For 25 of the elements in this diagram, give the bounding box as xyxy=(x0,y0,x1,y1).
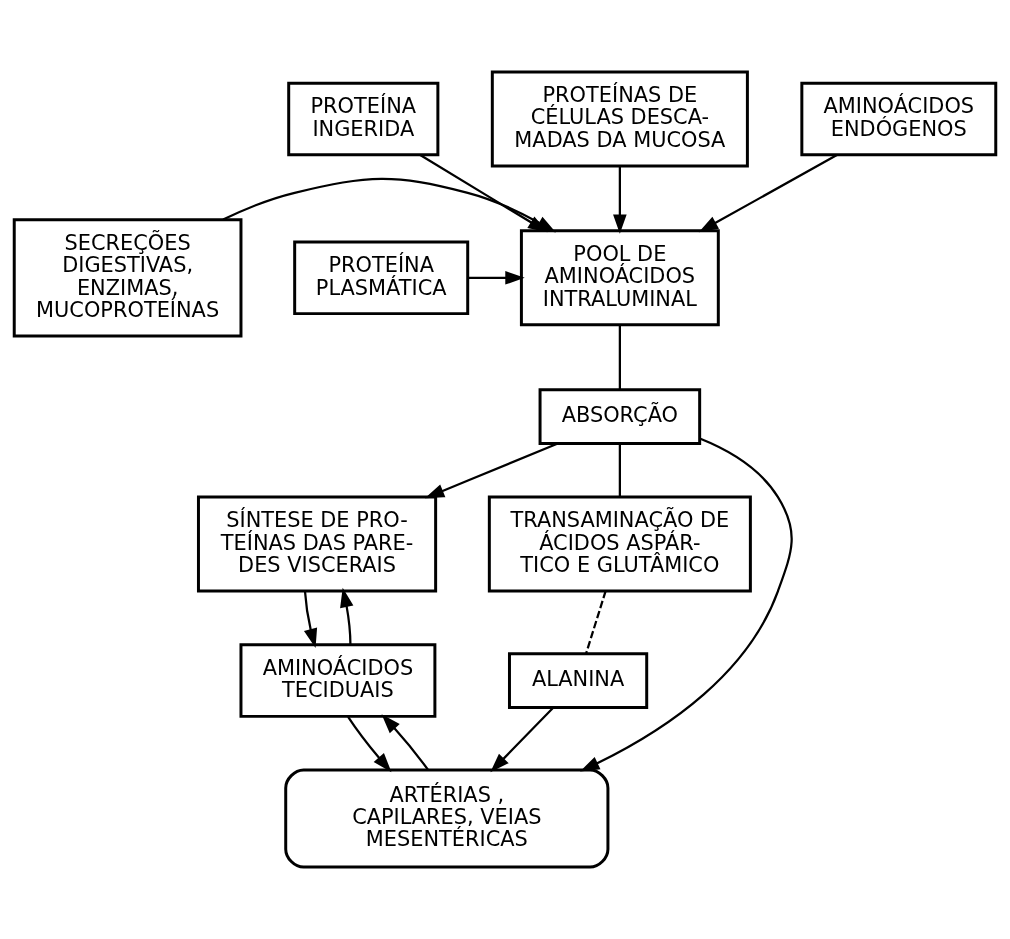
arrow xyxy=(340,587,354,645)
arrow xyxy=(580,437,793,772)
arrow xyxy=(303,591,318,648)
arrow xyxy=(424,442,559,499)
arrow xyxy=(381,714,429,771)
node-box: PROTEÍNA PLASMÁTICA xyxy=(293,240,470,316)
arrow xyxy=(467,271,525,285)
node-box: AMINOÁCIDOS ENDÓGENOS xyxy=(800,81,998,157)
node-box: ABSORÇÃO xyxy=(538,388,702,445)
connector xyxy=(618,443,621,497)
node-box: SÍNTESE DE PRO- TEÍNAS DAS PARE- DES VISCERAIS xyxy=(196,495,438,593)
node-box: ARTÉRIAS , CAPILARES, VEIAS MESENTÉRICAS xyxy=(284,768,610,869)
arrow xyxy=(698,154,838,233)
node-box: ALANINA xyxy=(508,652,649,709)
node-box: SECREÇÕES DIGESTIVAS, ENZIMAS, MUCOPROTEÍNAS xyxy=(12,218,243,338)
node-box: PROTEÍNAS DE CÉLULAS DESCA- MADAS DA MUCOSA xyxy=(490,70,749,168)
node-box: POOL DE AMINOÁCIDOS INTRALUMINAL xyxy=(519,229,720,327)
arrow xyxy=(613,165,627,234)
connector xyxy=(585,590,607,654)
arrow xyxy=(347,716,392,773)
connector xyxy=(618,324,621,390)
arrow xyxy=(490,706,555,773)
node-box: TRANSAMINAÇÃO DE ÁCIDOS ASPÁR- TICO E GLUTÂMICO xyxy=(487,495,752,593)
node-box: AMINOÁCIDOS TECIDUAIS xyxy=(239,643,437,718)
node-box: PROTEÍNA INGERIDA xyxy=(287,81,440,157)
